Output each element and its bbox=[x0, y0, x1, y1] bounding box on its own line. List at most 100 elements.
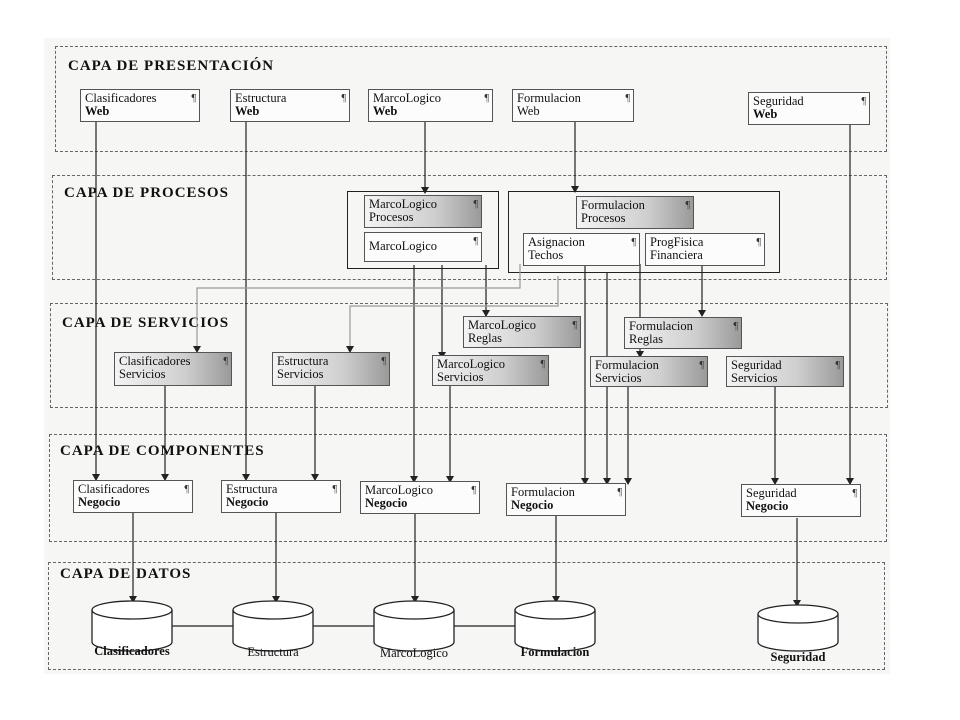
layer-title-presentacion: CAPA DE PRESENTACIÓN bbox=[68, 58, 275, 74]
box-formulacion-negocio[interactable]: Formulacion Negocio ¶ bbox=[506, 483, 626, 516]
component-icon: ¶ bbox=[733, 321, 738, 332]
component-icon: ¶ bbox=[184, 484, 189, 495]
box-estructura-negocio[interactable]: Estructura Negocio ¶ bbox=[221, 480, 341, 513]
db-label-clasificadores: Clasificadores bbox=[94, 644, 170, 658]
box-formulacion-web[interactable]: Formulacion Web ¶ bbox=[512, 89, 634, 122]
box-asignacion-techos[interactable]: Asignacion Techos ¶ bbox=[523, 233, 640, 266]
db-label-marcologico: MarcoLogico bbox=[379, 646, 449, 660]
box-clasificadores-negocio[interactable]: Clasificadores Negocio ¶ bbox=[73, 480, 193, 513]
box-label: Clasificadores bbox=[119, 354, 191, 368]
group-formulacion-procesos bbox=[508, 191, 780, 273]
box-sublabel: Reglas bbox=[468, 331, 503, 345]
box-label: Clasificadores bbox=[78, 482, 150, 496]
component-icon: ¶ bbox=[191, 93, 196, 104]
box-formulacion-procesos[interactable]: Formulacion Procesos ¶ bbox=[576, 196, 694, 229]
box-sublabel: Negocio bbox=[78, 495, 121, 509]
layer-datos bbox=[48, 562, 885, 670]
box-label: MarcoLogico bbox=[468, 318, 537, 332]
box-formulacion-reglas[interactable]: Formulacion Reglas ¶ bbox=[624, 317, 742, 349]
box-label: Formulacion bbox=[511, 485, 575, 499]
box-sublabel: Techos bbox=[528, 248, 564, 262]
box-seguridad-negocio[interactable]: Seguridad Negocio ¶ bbox=[741, 484, 861, 517]
box-label: Clasificadores bbox=[85, 91, 157, 105]
box-label: Seguridad bbox=[753, 94, 804, 108]
component-icon: ¶ bbox=[625, 93, 630, 104]
layer-title-datos: CAPA DE DATOS bbox=[60, 566, 192, 582]
box-sublabel: Web bbox=[517, 104, 540, 118]
box-label: Seguridad bbox=[731, 358, 782, 372]
box-sublabel: Web bbox=[373, 104, 398, 118]
component-icon: ¶ bbox=[617, 487, 622, 498]
box-label: Formulacion bbox=[517, 91, 581, 105]
wire-asignacion-clasificadores bbox=[193, 264, 521, 353]
box-sublabel: Procesos bbox=[581, 211, 626, 225]
component-icon: ¶ bbox=[332, 484, 337, 495]
box-label: Estructura bbox=[226, 482, 278, 496]
box-marcologico-procesos[interactable]: MarcoLogico Procesos ¶ bbox=[364, 195, 482, 228]
layer-title-servicios: CAPA DE SERVICIOS bbox=[62, 315, 230, 331]
box-marcologico-reglas[interactable]: MarcoLogico Reglas ¶ bbox=[463, 316, 581, 348]
box-marcologico[interactable]: MarcoLogico ¶ bbox=[364, 232, 482, 262]
component-icon: ¶ bbox=[223, 356, 228, 367]
box-sublabel: Servicios bbox=[119, 367, 166, 381]
box-sublabel: Web bbox=[235, 104, 260, 118]
box-seguridad-web[interactable]: Seguridad Web ¶ bbox=[748, 92, 870, 125]
component-icon: ¶ bbox=[852, 488, 857, 499]
box-sublabel: Procesos bbox=[369, 210, 414, 224]
box-seguridad-servicios[interactable]: Seguridad Servicios ¶ bbox=[726, 356, 844, 387]
component-icon: ¶ bbox=[861, 96, 866, 107]
box-clasificadores-servicios[interactable]: Clasificadores Servicios ¶ bbox=[114, 352, 232, 386]
box-sublabel: Financiera bbox=[650, 248, 703, 262]
box-estructura-web[interactable]: Estructura Web ¶ bbox=[230, 89, 350, 122]
layer-componentes bbox=[49, 434, 887, 542]
component-icon: ¶ bbox=[631, 237, 636, 248]
component-icon: ¶ bbox=[835, 360, 840, 371]
db-label-seguridad: Seguridad bbox=[770, 650, 826, 664]
box-formulacion-servicios[interactable]: Formulacion Servicios ¶ bbox=[590, 356, 708, 387]
box-label: Seguridad bbox=[746, 486, 797, 500]
component-icon: ¶ bbox=[699, 360, 704, 371]
box-label: MarcoLogico bbox=[373, 91, 442, 105]
box-estructura-servicios[interactable]: Estructura Servicios ¶ bbox=[272, 352, 390, 386]
database-formulacion bbox=[514, 600, 596, 652]
component-icon: ¶ bbox=[756, 237, 761, 248]
box-label: Estructura bbox=[235, 91, 287, 105]
box-sublabel: Negocio bbox=[365, 496, 408, 510]
box-progfisica-financiera[interactable]: ProgFisica Financiera ¶ bbox=[645, 233, 765, 266]
box-sublabel: Negocio bbox=[511, 498, 554, 512]
component-icon: ¶ bbox=[473, 199, 478, 210]
component-icon: ¶ bbox=[473, 236, 478, 247]
component-icon: ¶ bbox=[540, 359, 545, 370]
database-marcologico bbox=[373, 600, 455, 652]
box-label: MarcoLogico bbox=[437, 357, 506, 371]
box-sublabel: Reglas bbox=[629, 332, 664, 346]
box-label: Estructura bbox=[277, 354, 329, 368]
box-clasificadores-web[interactable]: Clasificadores Web ¶ bbox=[80, 89, 200, 122]
database-seguridad bbox=[757, 604, 839, 652]
box-label: ProgFisica bbox=[650, 235, 704, 249]
db-label-estructura: Estructura bbox=[247, 645, 299, 659]
layer-title-componentes: CAPA DE COMPONENTES bbox=[60, 443, 265, 459]
box-sublabel: Web bbox=[753, 107, 778, 121]
box-sublabel: Servicios bbox=[731, 371, 778, 385]
layer-presentacion bbox=[55, 46, 887, 152]
database-clasificadores bbox=[91, 600, 173, 652]
box-sublabel: Negocio bbox=[746, 499, 789, 513]
wire-asignacion-estructura bbox=[346, 276, 559, 353]
component-icon: ¶ bbox=[381, 356, 386, 367]
box-label: Formulacion bbox=[629, 319, 693, 333]
box-sublabel: Servicios bbox=[437, 370, 484, 384]
box-sublabel: Servicios bbox=[595, 371, 642, 385]
layer-procesos bbox=[52, 175, 887, 280]
db-label-formulacion: Formulacion bbox=[520, 645, 590, 659]
box-label: Formulacion bbox=[581, 198, 645, 212]
box-marcologico-web[interactable]: MarcoLogico Web ¶ bbox=[368, 89, 493, 122]
component-icon: ¶ bbox=[471, 485, 476, 496]
database-estructura bbox=[232, 600, 314, 652]
box-label: Formulacion bbox=[595, 358, 659, 372]
layer-title-procesos: CAPA DE PROCESOS bbox=[64, 185, 229, 201]
box-marcologico-negocio[interactable]: MarcoLogico Negocio ¶ bbox=[360, 481, 480, 514]
box-label: MarcoLogico bbox=[369, 197, 438, 211]
box-marcologico-servicios[interactable]: MarcoLogico Servicios ¶ bbox=[432, 355, 549, 386]
